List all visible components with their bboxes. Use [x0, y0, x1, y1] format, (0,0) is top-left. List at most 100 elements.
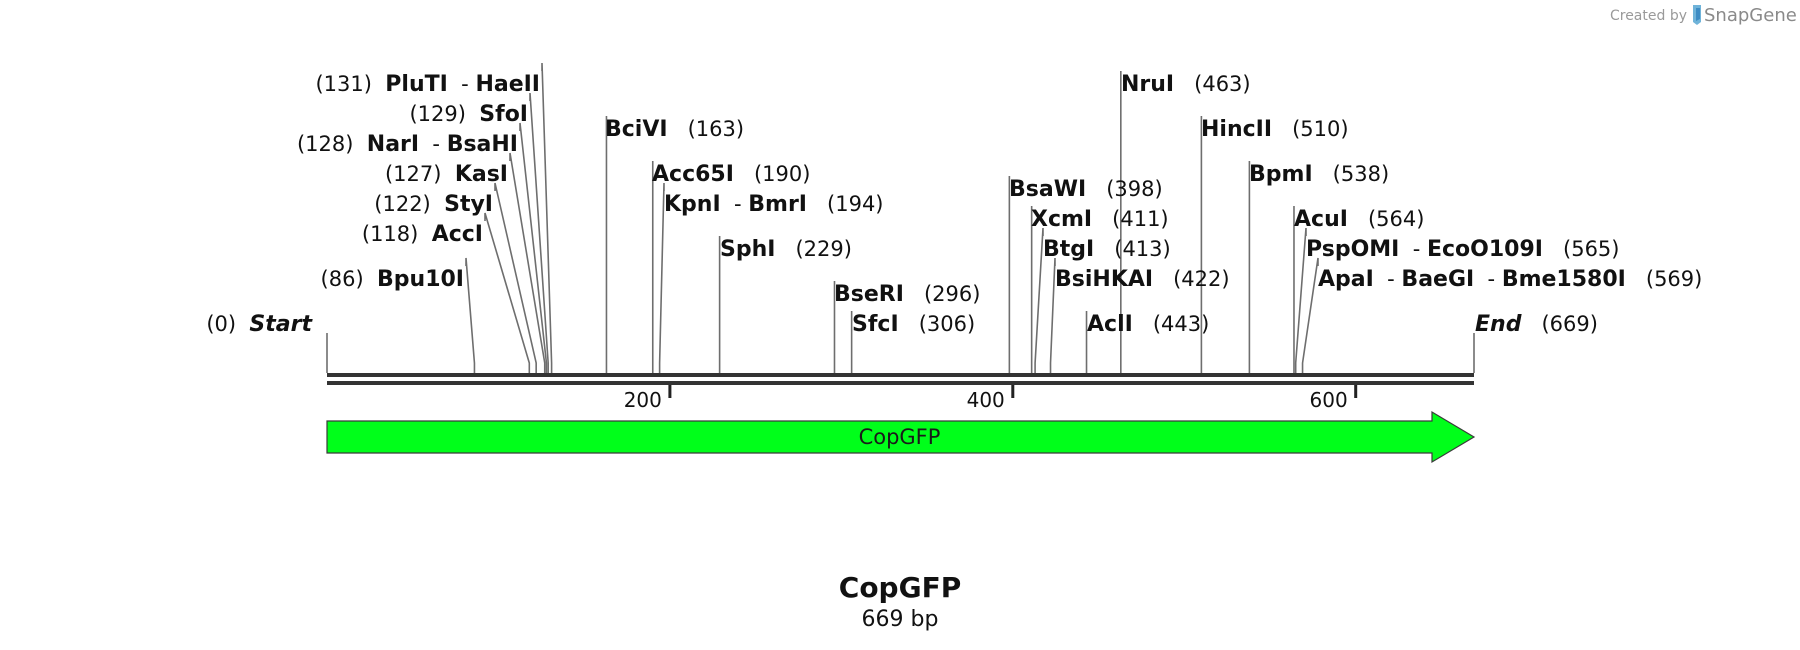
site-label-hincii: HincII (510): [1201, 117, 1349, 142]
site-label-xcmi: XcmI (411): [1031, 207, 1169, 232]
site-position: (118): [362, 222, 418, 246]
snapgene-logo-icon: [1693, 5, 1701, 25]
site-label-bseri: BseRI (296): [834, 282, 980, 307]
enzyme-name: Bpu10I: [377, 267, 464, 292]
site-gap: [1521, 312, 1541, 336]
site-line-118: [484, 212, 531, 373]
site-gap: [1348, 207, 1368, 231]
enzyme-name: Bme1580I: [1502, 267, 1626, 292]
site-label-acc65i: Acc65I (190): [652, 162, 810, 187]
enzyme-name: HincII: [1201, 117, 1272, 142]
enzyme-name: AccI: [432, 222, 483, 247]
site-gap: [1092, 207, 1112, 231]
site-position: (411): [1112, 207, 1168, 231]
enzyme-name: BmrI: [748, 192, 807, 217]
site-gap: [353, 132, 366, 156]
site-gap: [236, 312, 249, 336]
enzyme-name: SfcI: [852, 312, 899, 337]
site-gap: [364, 267, 377, 291]
enzyme-name: BseRI: [834, 282, 904, 307]
site-position: (129): [409, 102, 465, 126]
site-line-86: [465, 257, 476, 373]
enzyme-name: AcuI: [1294, 207, 1348, 232]
enzyme-name: NruI: [1121, 72, 1174, 97]
site-separator: -: [448, 72, 476, 96]
site-position: (122): [374, 192, 430, 216]
site-label-btgi: BtgI (413): [1043, 237, 1171, 262]
enzyme-name: StyI: [444, 192, 493, 217]
site-line-131: [541, 62, 553, 373]
site-position: (306): [919, 312, 975, 336]
site-position: (398): [1106, 177, 1162, 201]
credit: Created by SnapGene: [1610, 5, 1797, 26]
site-label-bsawi: BsaWI (398): [1009, 177, 1163, 202]
site-position: (422): [1173, 267, 1229, 291]
site-position: (538): [1333, 162, 1389, 186]
site-position: (128): [297, 132, 353, 156]
site-label-acli: AclI (443): [1087, 312, 1209, 337]
site-position: (296): [924, 282, 980, 306]
feature-label: CopGFP: [859, 425, 941, 449]
site-position: (569): [1646, 267, 1702, 291]
enzyme-name: ApaI: [1318, 267, 1374, 292]
enzyme-name: BtgI: [1043, 237, 1094, 262]
site-gap: [734, 162, 754, 186]
credit-brand: SnapGene: [1704, 5, 1797, 26]
backbone: [327, 373, 1474, 385]
tick-label-400: 400: [967, 388, 1005, 412]
site-gap: [807, 192, 827, 216]
enzyme-name: BsaHI: [447, 132, 518, 157]
site-label-bsihkai: BsiHKAI (422): [1055, 267, 1230, 292]
feature-arrow: [326, 410, 1476, 464]
site-gap: [1543, 237, 1563, 261]
site-line-129: [529, 92, 549, 373]
site-line-122: [494, 182, 537, 373]
site-gap: [418, 222, 431, 246]
site-line-194: [658, 182, 665, 373]
tick-200: [668, 385, 672, 398]
enzyme-name: KpnI: [664, 192, 721, 217]
tick-label-200: 200: [624, 388, 662, 412]
site-position: (564): [1368, 207, 1424, 231]
site-position: (194): [827, 192, 883, 216]
backbone-strand-top: [327, 373, 1474, 377]
site-gap: [904, 282, 924, 306]
credit-prefix: Created by: [1610, 8, 1687, 24]
enzyme-name: SfoI: [479, 102, 528, 127]
site-gap: [431, 192, 444, 216]
site-gap: [775, 237, 795, 261]
site-label-sfci: SfcI (306): [852, 312, 975, 337]
site-gap: [372, 72, 385, 96]
site-line-127: [509, 152, 546, 373]
enzyme-name: PluTI: [385, 72, 448, 97]
site-gap: [1626, 267, 1646, 291]
site-label-pspomi-ecoo109i: PspOMI - EcoO109I (565): [1306, 237, 1619, 262]
site-label-sphi: SphI (229): [720, 237, 852, 262]
site-separator: -: [721, 192, 749, 216]
enzyme-name: BpmI: [1249, 162, 1313, 187]
enzyme-name: Acc65I: [652, 162, 734, 187]
site-separator: -: [1374, 267, 1402, 291]
site-label-acci: (118) AccI: [362, 222, 483, 247]
site-gap: [466, 102, 479, 126]
construct-name: CopGFP: [839, 571, 961, 604]
construct-length: 669 bp: [862, 607, 939, 632]
site-label-nari-bsahi: (128) NarI - BsaHI: [297, 132, 518, 157]
site-position: (229): [795, 237, 851, 261]
site-line-569: [1301, 257, 1319, 373]
enzyme-name: BaeGI: [1401, 267, 1474, 292]
site-label-bpu10i: (86) Bpu10I: [321, 267, 464, 292]
site-position: (463): [1194, 72, 1250, 96]
enzyme-name: AclI: [1087, 312, 1133, 337]
site-gap: [1086, 177, 1106, 201]
site-position: (510): [1292, 117, 1348, 141]
site-label-pluti-haeii: (131) PluTI - HaeII: [315, 72, 540, 97]
site-label-bpmi: BpmI (538): [1249, 162, 1389, 187]
site-label-bcivi: BciVI (163): [605, 117, 744, 142]
enzyme-name: XcmI: [1031, 207, 1092, 232]
site-gap: [1272, 117, 1292, 141]
enzyme-name: SphI: [720, 237, 775, 262]
site-label-kasi: (127) KasI: [385, 162, 508, 187]
backbone-strand-bottom: [327, 381, 1474, 385]
